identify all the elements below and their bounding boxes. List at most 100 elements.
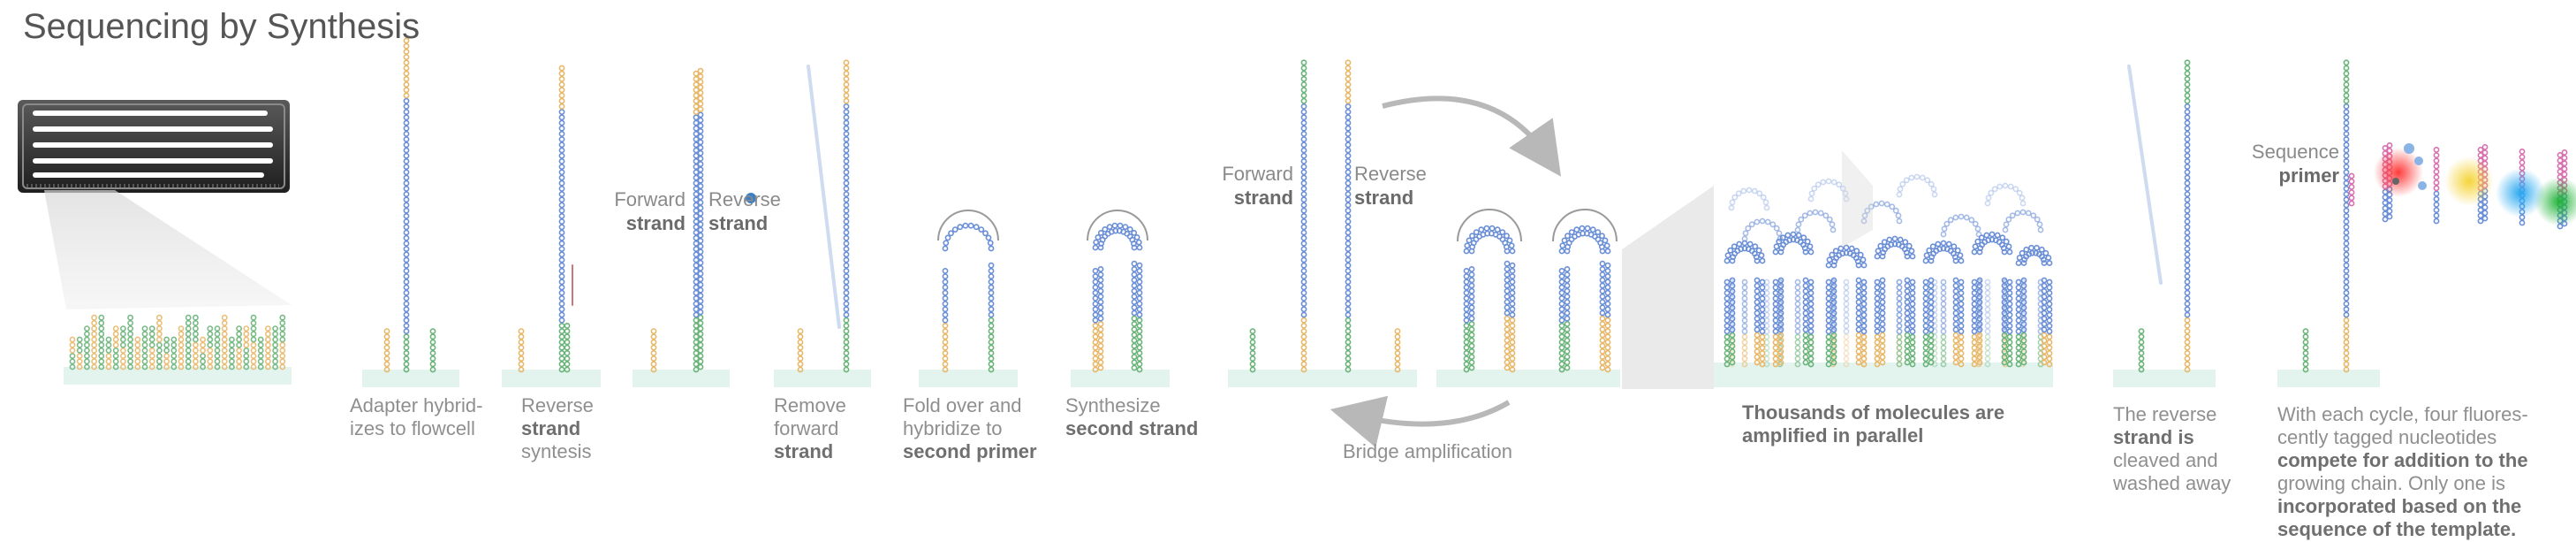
forward-label-1b: strand [625, 212, 686, 234]
lawn-strand [272, 325, 278, 370]
step4-removed-strand [807, 65, 841, 329]
bridge-arrow-top [1382, 95, 1562, 177]
lawn-strand [155, 314, 163, 370]
lawn-strand [264, 325, 271, 370]
lawn-strand [200, 336, 206, 370]
lawn-strand [105, 336, 112, 370]
sequence-primer-b: primer [2278, 164, 2339, 187]
lawn-strand [257, 336, 264, 370]
reverse-strand-label-2: Reverse strand [1354, 162, 1427, 210]
caption-step3-line1: Remove [774, 394, 846, 416]
lawn-strand [119, 325, 126, 370]
bridge-double-2 [1558, 225, 1611, 373]
lawn-strand [170, 336, 178, 370]
caption-bridge-text: Bridge amplification [1343, 440, 1512, 462]
caption-step1: Adapter hybrid- izes to flowcell [350, 394, 482, 440]
cleave-washed-strand [2127, 65, 2163, 285]
lawn-strand [185, 314, 192, 370]
caption-cleave-line2: strand is [2113, 426, 2194, 448]
lawn-strand [98, 314, 105, 370]
step4-reverse [843, 59, 850, 373]
caption-step4-line1: Fold over and [903, 394, 1022, 416]
reverse-label-1b: strand [708, 212, 769, 234]
fluorescent-nucleotides [746, 143, 2576, 226]
lawn-strand [91, 314, 97, 370]
caption-cycle-line5: incorporated based on the [2277, 495, 2522, 517]
caption-parallel: Thousands of molecules are amplified in … [1742, 401, 2004, 447]
caption-step2: Reverse strand syntesis [521, 394, 594, 463]
bridge-arc-1 [1457, 209, 1522, 242]
bridge-arrow-bottom [1330, 395, 1511, 448]
caption-step2-line1: Reverse [521, 394, 594, 416]
step1-primer-left [383, 328, 390, 373]
reverse-label-2b: strand [1354, 187, 1414, 209]
cleave-template [2184, 59, 2191, 373]
step5-arc [937, 210, 999, 241]
caption-step4-line2: hybridize to [903, 417, 1003, 439]
lawn-strand [207, 325, 214, 370]
cycle-primer-left [2302, 328, 2309, 373]
caption-cleave-line1: The reverse [2113, 403, 2217, 425]
step2-new [564, 322, 571, 373]
cluster-molecule [2015, 244, 2053, 368]
lawn-strand [250, 314, 257, 370]
step1-primer-right [429, 328, 436, 373]
forward-label-2b: strand [1233, 187, 1293, 209]
incorporation-template [2433, 146, 2440, 225]
caption-step3-line2: forward [774, 417, 839, 439]
cluster-molecule [1874, 235, 1916, 368]
caption-step4-line3: second primer [903, 440, 1037, 462]
caption-cleave: The reverse strand is cleaved and washed… [2113, 403, 2231, 495]
lawn-strand [76, 336, 83, 370]
caption-step1-line2: izes to flowcell [350, 417, 475, 439]
caption-step5-line1: Synthesize [1065, 394, 1161, 416]
caption-step4: Fold over and hybridize to second primer [903, 394, 1037, 463]
lawn-strand [148, 325, 155, 370]
lawn-strand [112, 325, 119, 370]
cycle-seq-primer [2348, 172, 2355, 207]
caption-cycle-line6: sequence of the template. [2277, 518, 2517, 540]
lawn-strand [69, 336, 76, 370]
caption-step3: Remove forward strand [774, 394, 846, 463]
caption-bridge: Bridge amplification [1343, 440, 1512, 463]
cluster-molecule [1794, 209, 1837, 368]
bridge-arc-2 [1552, 209, 1618, 242]
lawn-strand [127, 314, 133, 370]
step4-primer-left [797, 328, 804, 373]
step2-primer-left [518, 328, 525, 373]
cluster-molecule [1971, 231, 2013, 368]
step3-primer-left [650, 328, 657, 373]
lawn-strand [236, 325, 242, 370]
lawn-strand [221, 314, 228, 370]
step3-duplex [693, 67, 704, 373]
parallel-zoom-wedge [1622, 186, 1714, 389]
step5-fold [942, 222, 995, 373]
page-title: Sequencing by Synthesis [23, 7, 420, 46]
lawn-strand [141, 325, 148, 370]
bridge-double-1 [1463, 225, 1516, 373]
cluster-molecule [1724, 240, 1766, 368]
lawn-strand [163, 336, 170, 370]
cluster-molecule [1922, 240, 1965, 368]
bridge-right-primer [1394, 328, 1401, 373]
caption-step3-line3: strand [774, 440, 834, 462]
reverse-label-2a: Reverse [1354, 163, 1427, 185]
caption-step5-line2: second strand [1065, 417, 1199, 439]
caption-cleave-line4: washed away [2113, 472, 2231, 494]
caption-cleave-line3: cleaved and [2113, 449, 2218, 471]
sequence-primer-label: Sequence primer [2244, 140, 2339, 187]
forward-label-1a: Forward [614, 188, 686, 210]
lawn-strand [279, 314, 286, 370]
forward-strand-label-1: Forward strand [610, 187, 686, 235]
caption-cycle-line4: growing chain. Only one is [2277, 472, 2506, 494]
cluster-molecule [1772, 231, 1815, 368]
bridge-forward [1300, 59, 1307, 373]
lawn-strand [84, 325, 90, 370]
caption-step2-line3: syntesis [521, 440, 592, 462]
bridge-reverse [1345, 59, 1352, 373]
lawn-strand [214, 325, 221, 370]
step6-bridge [1092, 222, 1143, 373]
lawn-strand [228, 336, 235, 370]
caption-cycle: With each cycle, four fluores- cently ta… [2277, 403, 2528, 541]
